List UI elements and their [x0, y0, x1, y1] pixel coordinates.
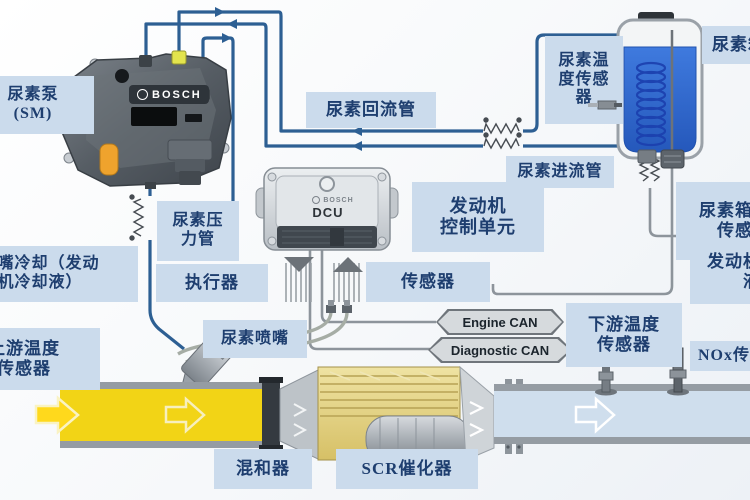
exhaust-in-arrow: [34, 395, 80, 435]
pump-brand-text: BOSCH: [152, 88, 202, 101]
label-urea-return-pipe-text: 尿素回流管: [326, 99, 416, 119]
bosch-logo-icon: [137, 89, 148, 100]
label-nozzle-cooling: 喷嘴冷却（发动 机冷却液）: [0, 246, 138, 302]
label-actuator-text: 执行器: [185, 272, 239, 292]
dcu-bosch-logo-icon: [312, 196, 321, 204]
label-urea-tank-text: 尿素箱: [712, 34, 750, 54]
dcu-brand-text: BOSCH: [323, 196, 354, 204]
diagnostic-can-text: Diagnostic CAN: [450, 342, 550, 358]
label-upstream-l1: 上游温度: [0, 338, 60, 358]
urea-pump-device: [61, 50, 232, 189]
dcu-bosch-badge: BOSCH: [303, 195, 363, 205]
tank-temp-probe-icon: [588, 100, 622, 110]
tank-heater-coil: [635, 61, 667, 147]
label-nox-sensor: NOx传感器: [690, 341, 750, 371]
engine-can-tag: Engine CAN: [436, 309, 564, 335]
label-urea-temp-sensor-l2: 度传感: [558, 70, 610, 88]
tank-bottom-wire: [648, 188, 750, 238]
label-scr-text: SCR催化器: [361, 458, 453, 478]
down-arrow-icon: [284, 257, 314, 272]
label-engine-control-unit: 发动机 控制单元: [412, 182, 544, 252]
label-mixer-text: 混和器: [236, 458, 290, 478]
flow-arrows: [215, 7, 362, 151]
label-downstream-temp-sensor: 下游温度 传感器: [566, 303, 682, 367]
heater-elements: [129, 117, 661, 241]
exhaust-assembly: [34, 365, 750, 463]
exhaust-out-arrow: [574, 396, 616, 434]
exhaust-mid-arrow: [164, 396, 206, 434]
label-urea-pressure-pipe-l1: 尿素压: [172, 212, 224, 230]
label-nozzle-cooling-l1: 喷嘴冷却（发动: [0, 255, 100, 273]
label-tank-temp-l2: 传感器: [717, 221, 750, 240]
label-scr-catalyst: SCR催化器: [336, 449, 478, 489]
label-ecu-l1: 发动机: [449, 195, 507, 216]
actuator-wire-bundle: [285, 263, 312, 302]
sensor-wire-bundle: [333, 263, 360, 302]
engine-can-text: Engine CAN: [462, 314, 538, 330]
label-downstream-l1: 下游温度: [588, 314, 660, 334]
label-sensor-text: 传感器: [401, 271, 455, 291]
label-urea-pump-l1: 尿素泵: [7, 86, 59, 104]
urea-return-pipe-line: [177, 10, 619, 133]
diagnostic-can-tag: Diagnostic CAN: [428, 337, 572, 363]
pump-bosch-badge: BOSCH: [137, 87, 207, 102]
dcu-name-text: DCU: [300, 205, 356, 220]
label-upstream-l2: 传感器: [0, 359, 51, 378]
dcu-flow-arrows: [284, 257, 363, 272]
label-upstream-temp-sensor: 上游温度 传感器: [0, 328, 100, 390]
label-actuator: 执行器: [156, 264, 268, 302]
label-urea-inlet-pipe-text: 尿素进流管: [517, 162, 603, 180]
label-mixer: 混和器: [214, 449, 312, 489]
dcu-name-value: DCU: [312, 205, 344, 220]
label-ecu-l2: 控制单元: [440, 217, 516, 237]
label-urea-pressure-pipe-l2: 力管: [180, 231, 215, 248]
label-urea-pump: 尿素泵 (SM): [0, 76, 94, 134]
label-downstream-l2: 传感器: [597, 335, 651, 354]
label-urea-tank: 尿素箱: [702, 26, 750, 64]
label-urea-temp-sensor-l1: 尿素温: [558, 51, 610, 69]
label-tank-temp-l1: 尿素箱温度: [699, 200, 750, 220]
label-urea-nozzle: 尿素喷嘴: [203, 320, 307, 358]
urea-inlet-pipe-line: [144, 22, 618, 148]
pump-third-pipe-line: [201, 36, 235, 238]
label-sensor: 传感器: [366, 262, 490, 302]
up-arrow-icon: [333, 257, 363, 272]
label-urea-pressure-pipe: 尿素压 力管: [157, 201, 239, 261]
label-nozzle-cooling-l2: 机冷却液）: [0, 274, 83, 291]
label-urea-pump-l2: (SM): [13, 105, 53, 122]
label-nox-text: NOx传感器: [698, 346, 750, 364]
label-urea-nozzle-text: 尿素喷嘴: [220, 329, 289, 347]
label-coolant-l2: 液: [690, 272, 750, 292]
label-urea-return-pipe: 尿素回流管: [306, 92, 436, 128]
tank-level-wire: [491, 34, 674, 296]
label-urea-temp-sensor-l3: 器: [575, 89, 593, 107]
dcu-device: [255, 167, 399, 251]
